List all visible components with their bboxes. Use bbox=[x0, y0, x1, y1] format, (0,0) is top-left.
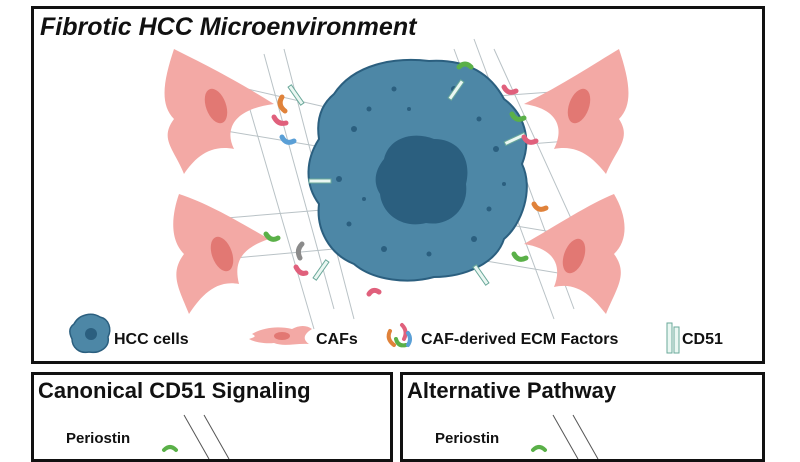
periostin-label: Periostin bbox=[435, 430, 500, 447]
caf-cell bbox=[173, 194, 269, 314]
alternative-pathway-panel: Alternative Pathway Periostin bbox=[400, 372, 765, 462]
legend-cd51: CD51 bbox=[682, 331, 723, 348]
legend bbox=[69, 313, 680, 354]
legend-ecm-factors: CAF-derived ECM Factors bbox=[421, 331, 619, 348]
caf-icon bbox=[249, 326, 312, 345]
panel-title: Fibrotic HCC Microenvironment bbox=[40, 13, 417, 41]
hcc-cell bbox=[307, 58, 528, 282]
top-panel: Fibrotic HCC Microenvironment bbox=[31, 6, 765, 364]
panel-title: Alternative Pathway bbox=[407, 378, 617, 403]
alternative-pathway-illustration bbox=[531, 414, 599, 459]
microenvironment-illustration bbox=[69, 38, 680, 354]
cd51-icon bbox=[666, 322, 680, 354]
legend-cafs: CAFs bbox=[316, 331, 358, 348]
canonical-signaling-panel: Canonical CD51 Signaling Periostin bbox=[31, 372, 393, 462]
caf-cell bbox=[524, 49, 629, 174]
ecm-factors bbox=[263, 61, 549, 297]
canonical-signaling-illustration bbox=[162, 414, 230, 459]
legend-hcc-cells: HCC cells bbox=[114, 331, 189, 348]
caf-cell bbox=[164, 49, 274, 174]
hcc-cell-icon bbox=[69, 313, 111, 354]
periostin-label: Periostin bbox=[66, 430, 131, 447]
cd51-receptors bbox=[287, 79, 527, 286]
caf-cell bbox=[524, 194, 625, 314]
panel-title: Canonical CD51 Signaling bbox=[38, 378, 311, 403]
ecm-factors-icon bbox=[386, 323, 412, 348]
